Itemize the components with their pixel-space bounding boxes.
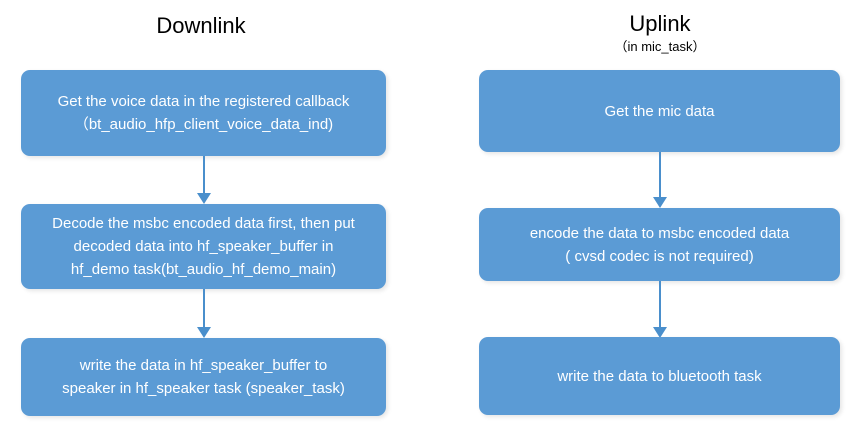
arrow-shaft [203,156,205,194]
uplink-step-2-label: encode the data to msbc encoded data ( c… [529,224,790,265]
column-subtitle-uplink: （in mic_task） [614,39,706,54]
column-title-uplink: Uplink [629,11,691,36]
uplink-arrow-2-to-3 [651,281,669,338]
downlink-step-2-label: Decode the msbc encoded data first, then… [52,215,355,278]
downlink-step-3-box[interactable]: write the data in hf_speaker_buffer to s… [21,338,386,416]
uplink-arrow-1-to-2 [651,152,669,208]
arrow-shaft [659,152,661,198]
uplink-step-1-box[interactable]: Get the mic data [479,70,840,152]
arrow-shaft [203,289,205,328]
column-title-downlink: Downlink [156,13,246,38]
arrow-shaft [659,281,661,328]
downlink-step-1-box[interactable]: Get the voice data in the registered cal… [21,70,386,156]
uplink-step-1-label: Get the mic data [604,102,715,120]
arrow-head-icon [653,327,667,338]
arrow-head-icon [197,193,211,204]
arrow-head-icon [197,327,211,338]
uplink-step-3-box[interactable]: write the data to bluetooth task [479,337,840,415]
downlink-step-1-label: Get the voice data in the registered cal… [57,93,350,133]
uplink-step-2-box[interactable]: encode the data to msbc encoded data ( c… [479,208,840,281]
uplink-step-3-label: write the data to bluetooth task [557,367,762,385]
arrow-head-icon [653,197,667,208]
downlink-step-3-label: write the data in hf_speaker_buffer to s… [62,357,345,397]
downlink-arrow-2-to-3 [195,289,213,338]
downlink-arrow-1-to-2 [195,156,213,204]
downlink-step-2-box[interactable]: Decode the msbc encoded data first, then… [21,204,386,289]
